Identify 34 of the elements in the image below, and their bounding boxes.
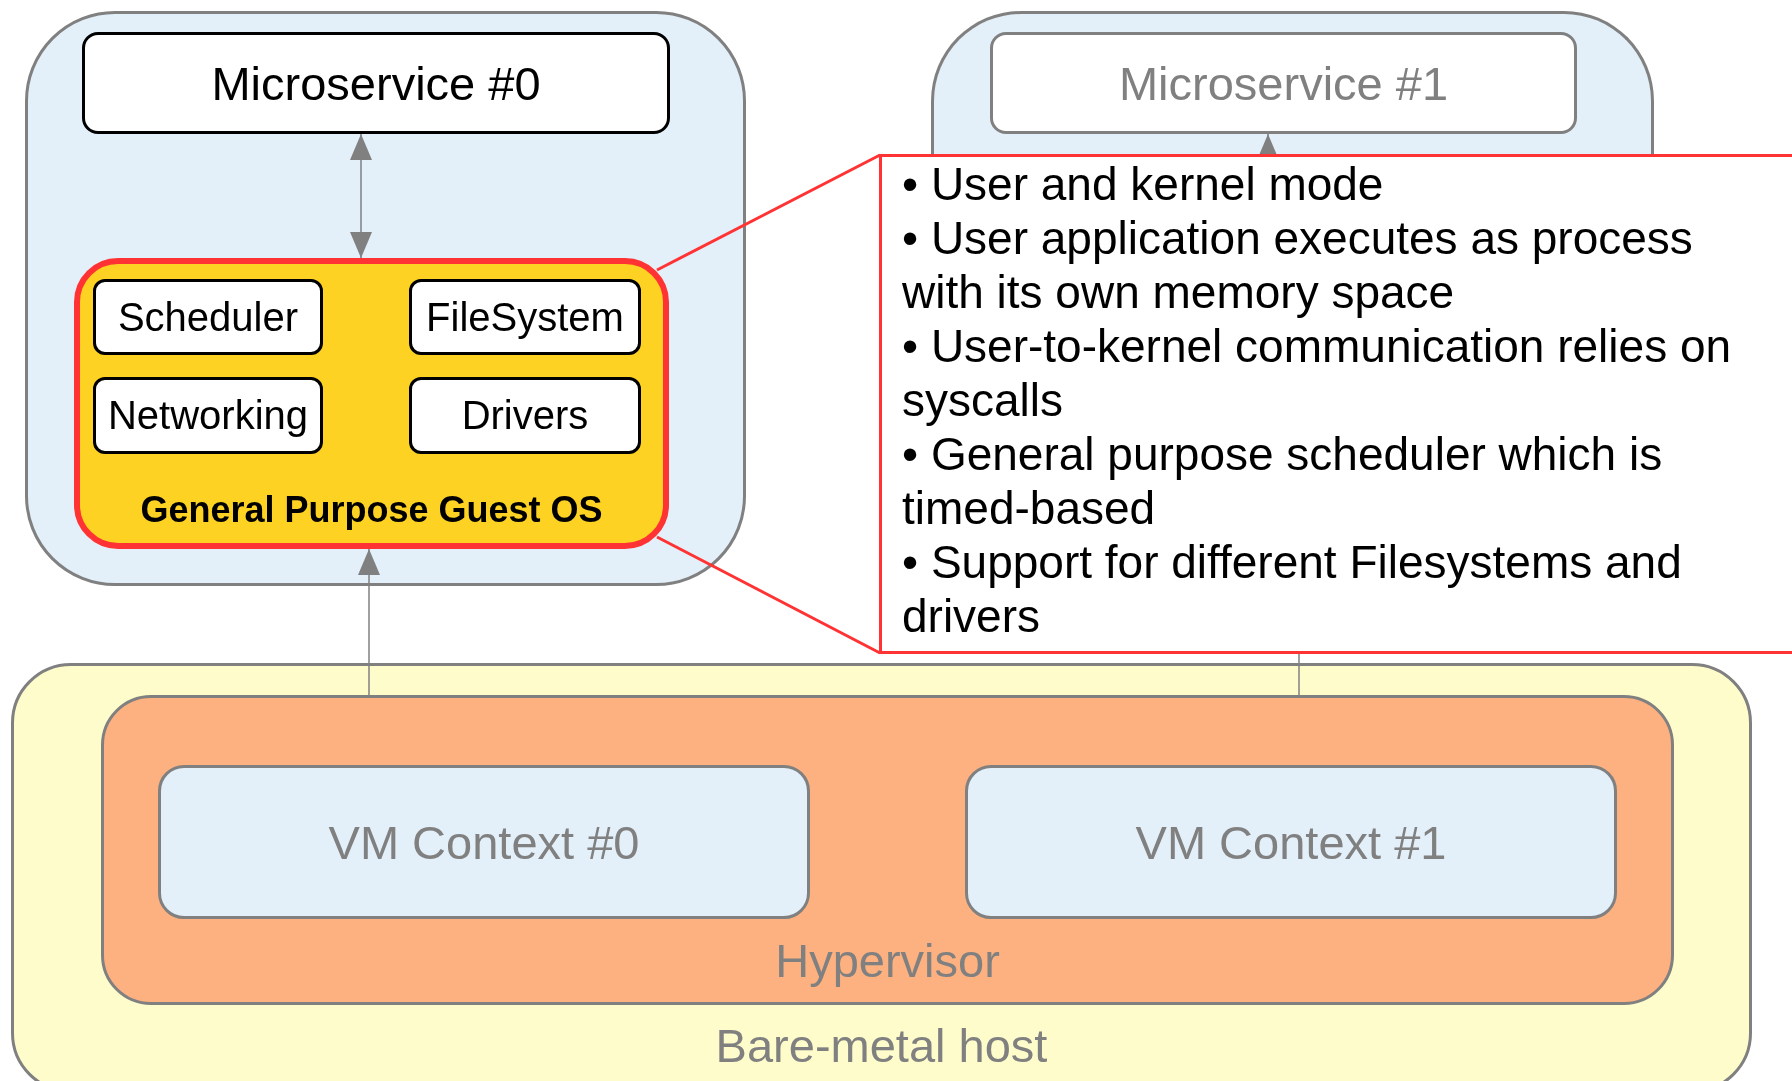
microservice-box <box>82 32 670 134</box>
component-label: Networking <box>107 393 309 438</box>
vm-context-box <box>965 765 1617 919</box>
component-label: Drivers <box>461 393 589 438</box>
bullet-text: • User-to-kernel communication relies on syscalls <box>902 319 1733 427</box>
bullet-text: • General purpose scheduler which is timed-based <box>902 427 1664 535</box>
box-label: VM Context #0 <box>328 814 640 870</box>
component-label: FileSystem <box>426 294 624 340</box>
vm-container <box>931 11 1654 154</box>
box-label: Bare-metal host <box>715 1018 1048 1073</box>
bullet-text: • User application executes as process with its own memory space <box>902 211 1694 319</box>
vm-context-box <box>158 765 810 919</box>
vm-container <box>25 11 746 586</box>
box-label: Microservice #1 <box>1118 55 1449 111</box>
arrow <box>350 133 372 259</box>
microservice-box <box>990 32 1577 134</box>
bullet-text: • Support for different Filesystems and drivers <box>902 535 1683 643</box>
component-box <box>409 279 641 355</box>
arrow <box>358 548 380 696</box>
component-label: Scheduler <box>117 294 299 340</box>
host-box <box>11 663 1752 1081</box>
box-label: Hypervisor <box>775 933 1000 988</box>
component-box <box>93 377 323 454</box>
leader-line <box>656 153 881 272</box>
arrow <box>1257 133 1279 156</box>
callout-box <box>879 154 1792 654</box>
box-label: Microservice #0 <box>211 55 541 111</box>
component-box <box>93 279 323 355</box>
hypervisor-box <box>101 695 1674 1005</box>
guest-os-box <box>74 258 669 549</box>
box-label: General Purpose Guest OS <box>140 489 603 531</box>
box-label: VM Context #1 <box>1135 814 1447 870</box>
bullet-text: • User and kernel mode <box>902 157 1385 211</box>
component-box <box>409 377 641 454</box>
